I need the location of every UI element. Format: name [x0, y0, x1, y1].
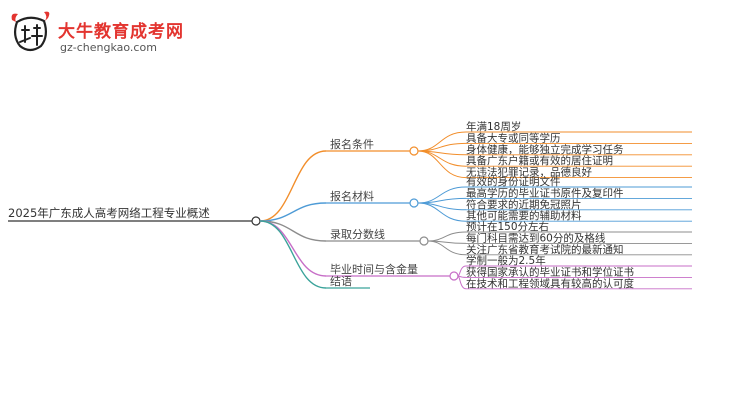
- leaf-label: 具备广东户籍或有效的居住证明: [466, 154, 613, 167]
- leaf-label: 最高学历的毕业证书原件及复印件: [466, 186, 624, 199]
- leaf-connector: [417, 150, 467, 179]
- branch-node: [449, 271, 459, 281]
- calf-logo-icon: [11, 11, 50, 52]
- branch-label: 毕业时间与含金量: [330, 262, 418, 276]
- leaf-label: 学制一般为2.5年: [466, 254, 546, 267]
- leaf-label: 获得国家承认的毕业证书和学位证书: [466, 265, 634, 278]
- leaf-label: 预计在150分左右: [466, 220, 549, 233]
- leaf-label: 在技术和工程领域具有较高的认可度: [466, 277, 634, 290]
- logo-title: 大牛教育成考网: [58, 22, 184, 42]
- leaf-label: 每门科目需达到60分的及格线: [466, 231, 606, 244]
- leaf-label: 有效的身份证明文件: [466, 175, 561, 188]
- leaf-label: 年满18周岁: [466, 120, 521, 133]
- leaf-connector: [427, 240, 467, 256]
- branch-label: 录取分数线: [330, 227, 385, 241]
- leaf-connector: [417, 197, 467, 204]
- branch-node: [409, 146, 419, 156]
- root-topic: 2025年广东成人高考网络工程专业概述: [8, 206, 210, 220]
- leaf-connector: [457, 265, 467, 277]
- branch-connector: [259, 220, 327, 277]
- branch-label: 报名材料: [330, 189, 374, 203]
- leaf-label: 具备大专或同等学历: [466, 131, 561, 144]
- branch-label: 报名条件: [330, 137, 374, 151]
- leaf-connector: [417, 202, 467, 222]
- branch-connector: [259, 202, 327, 222]
- branch-connector: [259, 220, 327, 242]
- leaf-connector: [417, 131, 467, 152]
- branch-node: [409, 198, 419, 208]
- leaf-label: 关注广东省教育考试院的最新通知: [466, 243, 624, 256]
- leaf-label: 其他可能需要的辅助材料: [466, 209, 582, 222]
- leaf-label: 无违法犯罪记录，品德良好: [466, 166, 592, 179]
- leaf-connector: [457, 275, 467, 290]
- branch-connector: [259, 220, 327, 289]
- root-node: [251, 216, 261, 226]
- branch-label: 结语: [330, 275, 352, 288]
- branch-node: [419, 236, 429, 246]
- leaf-label: 身体健康，能够独立完成学习任务: [466, 143, 624, 156]
- site-logo[interactable]: 大牛教育成考网 gz-chengkao.com: [8, 8, 183, 58]
- leaf-connector: [427, 231, 467, 242]
- logo-url: gz-chengkao.com: [60, 41, 157, 54]
- branch-connector: [259, 150, 327, 222]
- leaf-label: 符合要求的近期免冠照片: [466, 198, 582, 211]
